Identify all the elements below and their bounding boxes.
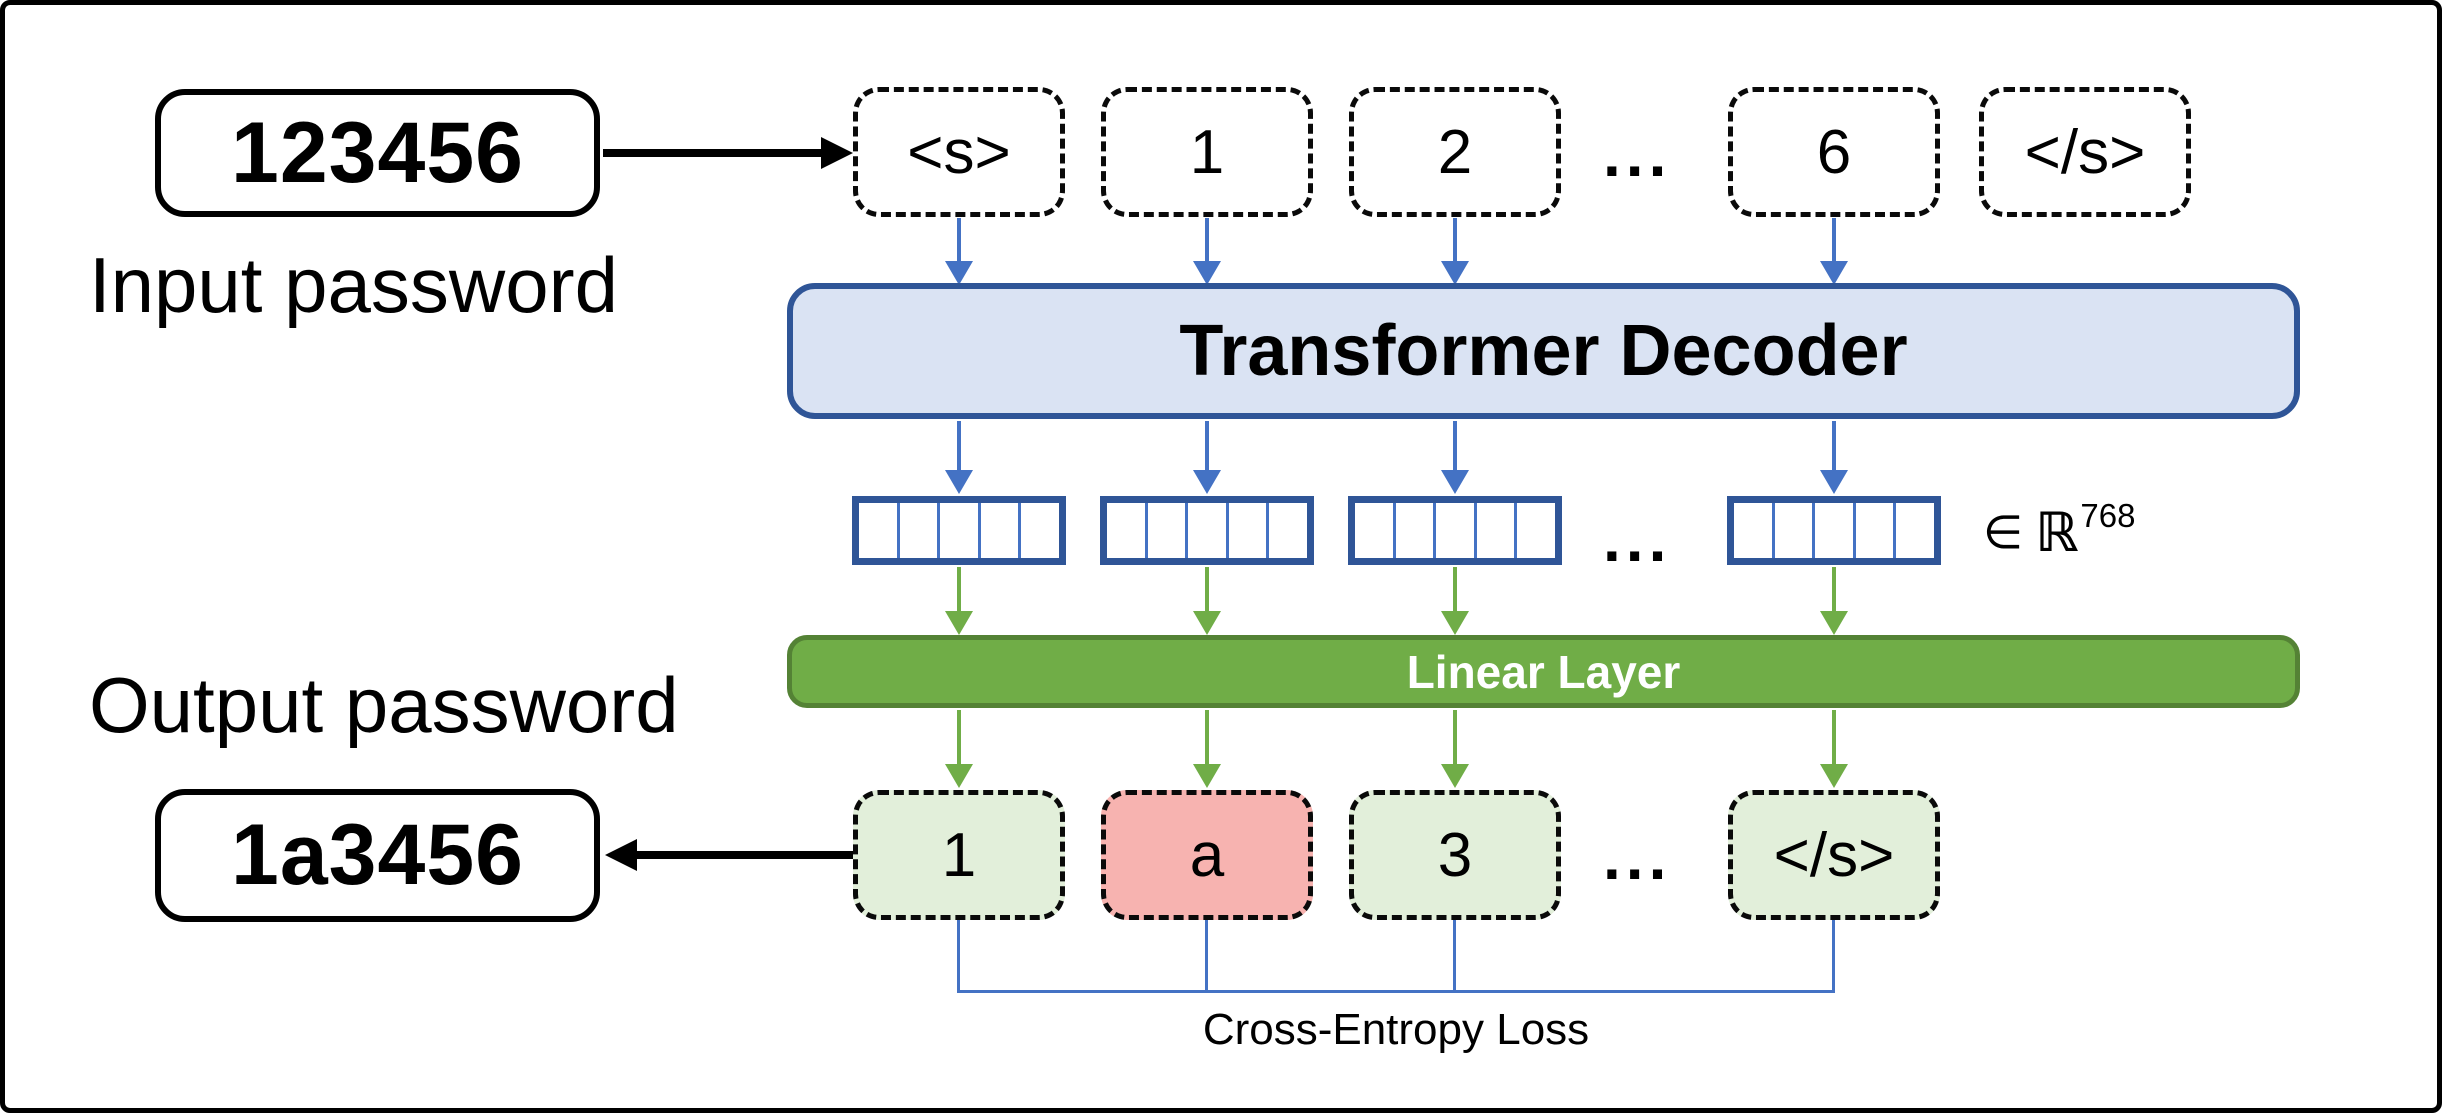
vector-cell <box>1517 503 1555 558</box>
green-arrow-down <box>1441 567 1469 635</box>
blue-arrow-down <box>1820 421 1848 494</box>
blue-arrow-down <box>1193 218 1221 285</box>
output-token-1: 1 <box>853 790 1065 920</box>
output-row-ellipsis: ... <box>1603 821 1672 893</box>
arrow-down-head-icon <box>945 261 973 285</box>
loss-connector-vertical <box>1453 920 1456 993</box>
output-password-label: Output password <box>89 661 679 749</box>
green-arrow-down <box>1193 710 1221 788</box>
dimension-superscript: 768 <box>2080 497 2136 534</box>
arrow-left-head-icon <box>605 839 637 871</box>
vector-cell <box>1734 503 1775 558</box>
vector-cell <box>1269 503 1307 558</box>
output-token-a: a <box>1101 790 1313 920</box>
embedding-vector <box>1348 496 1562 565</box>
arrow-down-head-icon <box>1193 764 1221 788</box>
vector-cell <box>1477 503 1518 558</box>
arrow-down-head-icon <box>945 470 973 494</box>
arrow-shaft <box>603 149 823 157</box>
blue-arrow-down <box>1441 218 1469 285</box>
green-arrow-down <box>1193 567 1221 635</box>
tokens-to-output-arrow <box>605 839 853 871</box>
arrow-down-head-icon <box>1820 261 1848 285</box>
green-arrow-down <box>1441 710 1469 788</box>
blue-arrow-down <box>945 218 973 285</box>
arrow-down-head-icon <box>1193 261 1221 285</box>
embedding-dim-annotation: ∈ ℝ 768 <box>1983 497 2135 567</box>
top-token-6: 6 <box>1728 87 1940 217</box>
arrow-down-head-icon <box>945 611 973 635</box>
transformer-decoder-label: Transformer Decoder <box>1179 311 1908 391</box>
arrow-down-head-icon <box>1193 470 1221 494</box>
embedding-vector <box>1727 496 1941 565</box>
loss-connector-vertical <box>1832 920 1835 993</box>
output-token-3: 3 <box>1349 790 1561 920</box>
blue-arrow-down <box>1820 218 1848 285</box>
blue-arrow-down <box>1193 421 1221 494</box>
transformer-decoder-box: Transformer Decoder <box>787 283 2300 419</box>
input-password-box: 123456 <box>155 89 600 217</box>
top-row-ellipsis: ... <box>1603 118 1672 190</box>
loss-connector-vertical <box>1205 920 1208 993</box>
vector-cell <box>1148 503 1189 558</box>
vector-cell <box>1775 503 1816 558</box>
vector-cell <box>900 503 941 558</box>
blue-arrow-down <box>1441 421 1469 494</box>
arrow-shaft <box>635 851 853 859</box>
green-arrow-down <box>1820 710 1848 788</box>
linear-layer-label: Linear Layer <box>1406 645 1681 698</box>
vector-cell <box>1229 503 1270 558</box>
vector-cell <box>1021 503 1059 558</box>
vector-cell <box>1856 503 1897 558</box>
arrow-down-head-icon <box>1441 261 1469 285</box>
loss-connector-horizontal <box>957 990 1835 993</box>
green-arrow-down <box>945 710 973 788</box>
output-token-eos: </s> <box>1728 790 1940 920</box>
arrow-down-head-icon <box>1193 611 1221 635</box>
vector-cell <box>1355 503 1396 558</box>
vector-cell <box>1107 503 1148 558</box>
linear-layer-box: Linear Layer <box>787 635 2300 708</box>
top-token-2: 2 <box>1349 87 1561 217</box>
vector-cell <box>1815 503 1856 558</box>
real-set-symbol: ℝ <box>2035 500 2079 564</box>
vector-cell <box>940 503 981 558</box>
top-token-1: 1 <box>1101 87 1313 217</box>
element-of-symbol: ∈ <box>1983 506 2024 558</box>
vector-cell <box>981 503 1022 558</box>
vector-cell <box>859 503 900 558</box>
output-password-box: 1a3456 <box>155 789 600 922</box>
arrow-down-head-icon <box>1820 611 1848 635</box>
vector-cell <box>1396 503 1437 558</box>
arrow-down-head-icon <box>1441 470 1469 494</box>
arrow-down-head-icon <box>1441 611 1469 635</box>
vector-cell <box>1188 503 1229 558</box>
input-to-tokens-arrow <box>603 137 853 169</box>
arrow-right-head-icon <box>821 137 853 169</box>
arrow-down-head-icon <box>1441 764 1469 788</box>
embedding-row-ellipsis: ... <box>1603 503 1672 575</box>
green-arrow-down <box>945 567 973 635</box>
blue-arrow-down <box>945 421 973 494</box>
green-arrow-down <box>1820 567 1848 635</box>
cross-entropy-loss-label: Cross-Entropy Loss <box>1202 1005 1590 1054</box>
top-token-bos: <s> <box>853 87 1065 217</box>
embedding-vector <box>852 496 1066 565</box>
vector-cell <box>1436 503 1477 558</box>
top-token-eos: </s> <box>1979 87 2191 217</box>
embedding-vector <box>1100 496 1314 565</box>
loss-connector-vertical <box>957 920 960 993</box>
vector-cell <box>1896 503 1934 558</box>
input-password-label: Input password <box>89 241 618 329</box>
arrow-down-head-icon <box>945 764 973 788</box>
arrow-down-head-icon <box>1820 470 1848 494</box>
arrow-down-head-icon <box>1820 764 1848 788</box>
